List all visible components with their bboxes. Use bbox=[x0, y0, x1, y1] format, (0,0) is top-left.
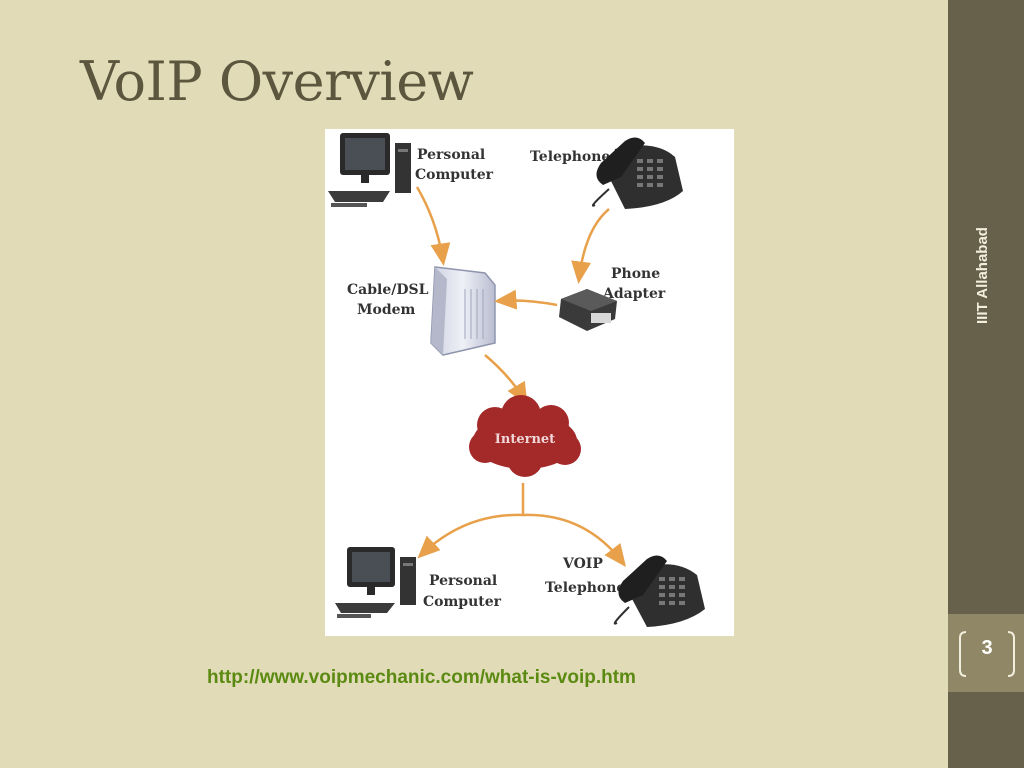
page-number: 3 bbox=[981, 637, 993, 659]
label-pc-top-line2: Computer bbox=[415, 167, 494, 183]
telephone-icon bbox=[591, 137, 683, 209]
label-pc-bottom-line2: Computer bbox=[423, 594, 502, 610]
computer-icon bbox=[335, 547, 416, 618]
label-voip-line1: VOIP bbox=[562, 556, 603, 572]
label-pc-top-line1: Personal bbox=[417, 147, 485, 163]
arrow-internet-to-pc bbox=[417, 483, 525, 559]
computer-icon bbox=[328, 133, 411, 207]
label-modem-line1: Cable/DSL bbox=[347, 282, 429, 298]
arrow-modem-to-internet bbox=[484, 354, 528, 406]
page-number-brackets bbox=[959, 631, 1015, 677]
internet-cloud-icon bbox=[469, 395, 581, 477]
label-pc-bottom-line1: Personal bbox=[429, 573, 497, 589]
voip-diagram-svg: Personal Computer Telephone Cable/DSL Mo… bbox=[328, 133, 705, 627]
label-adapter-line2: Adapter bbox=[602, 286, 666, 302]
label-modem-line2: Modem bbox=[357, 302, 416, 318]
telephone-icon bbox=[613, 555, 705, 627]
arrow-pc-to-modem bbox=[415, 186, 451, 266]
voip-diagram: Personal Computer Telephone Cable/DSL Mo… bbox=[325, 129, 734, 636]
arrow-adapter-to-modem bbox=[494, 289, 558, 310]
phone-adapter-icon bbox=[559, 289, 617, 331]
sidebar-organization: IIIT Allahabad bbox=[974, 227, 991, 325]
label-voip-line2: Telephone bbox=[545, 580, 625, 596]
source-link[interactable]: http://www.voipmechanic.com/what-is-voip… bbox=[207, 667, 636, 688]
arrow-telephone-to-adapter bbox=[571, 208, 610, 284]
arrow-internet-to-voip-phone bbox=[522, 513, 627, 567]
label-internet: Internet bbox=[495, 432, 555, 447]
slide-title: VoIP Overview bbox=[80, 50, 474, 113]
label-telephone: Telephone bbox=[530, 149, 610, 165]
label-adapter-line1: Phone bbox=[611, 266, 660, 282]
modem-icon bbox=[430, 266, 496, 356]
